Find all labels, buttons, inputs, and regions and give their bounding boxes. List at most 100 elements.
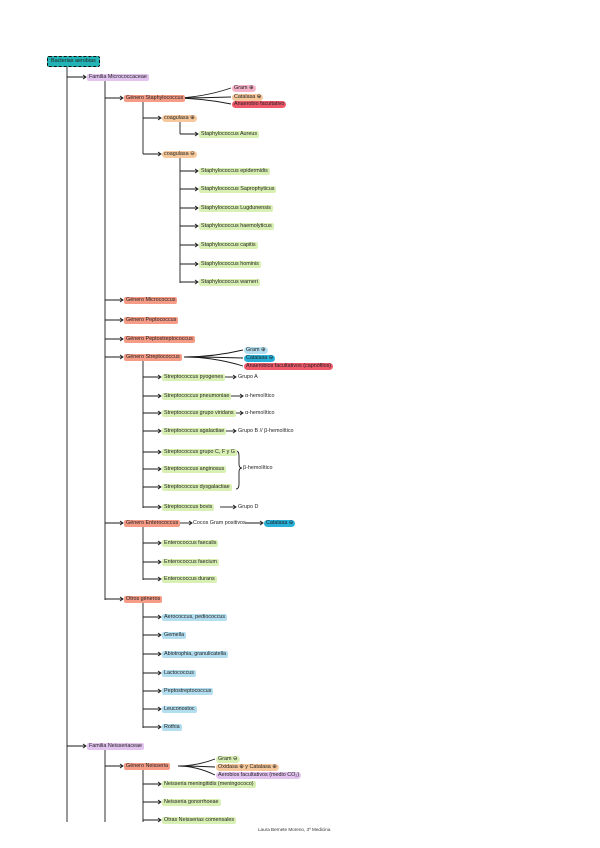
arrow-head <box>157 410 162 416</box>
streptococcus-pyogenes: Streptococcus pyogenes <box>162 374 226 381</box>
staph-tag-gram: Gram ⊕ <box>232 85 256 92</box>
pyogenes-note: Grupo A <box>238 374 258 380</box>
fan-line <box>177 758 216 767</box>
staphylococcus-saprophyticus: Staphylococcus Saprophyticus <box>199 186 277 193</box>
enterococcus-durans: Enterococcus durans <box>162 576 217 583</box>
otros-abiotrophia: Abiotrophia, granulicatella <box>162 651 229 658</box>
footer-credit: Laura Bernete Moreno, 3º Medicina <box>258 827 331 832</box>
arrow-head <box>157 781 162 787</box>
arrow-head <box>157 393 162 399</box>
arrow-head <box>157 540 162 546</box>
arrow-head <box>157 799 162 805</box>
brace <box>235 450 243 490</box>
fan-line <box>177 765 216 776</box>
neis-tag-aerobios: Aerobios facultativos (medio CO₂) <box>216 772 302 779</box>
arrow-head <box>194 131 199 137</box>
staphylococcus-epidermidis: Staphylococcus epidermidis <box>199 168 270 175</box>
genero-staphylococcus: Género Staphylococcus <box>124 95 186 102</box>
staphylococcus-aureus: Staphylococcus Aureus <box>199 131 260 138</box>
arrow-head <box>239 393 244 399</box>
enterococcus-tag: Catalasa ⊖ <box>264 520 296 527</box>
arrow-head <box>194 186 199 192</box>
otros-lactococcus: Lactococcus <box>162 670 196 677</box>
genero-neisseria: Género Neisseria <box>124 763 170 770</box>
agalactiae-note: Grupo B // β-hemolítico <box>238 428 294 434</box>
arrow-head <box>157 651 162 657</box>
neis-tag-gram: Gram ⊖ <box>216 756 240 763</box>
arrow-head <box>119 596 124 602</box>
arrow-head <box>119 336 124 342</box>
otros-generos: Otros géneros <box>124 596 163 603</box>
otros-peptostreptococcus: Peptostreptococcus <box>162 688 214 695</box>
streptococcus-pneumoniae: Streptococcus pneumoniae <box>162 393 232 400</box>
arrow-head <box>194 223 199 229</box>
staph-tag-catalasa: Catalasa ⊕ <box>232 94 264 101</box>
arrow-head <box>119 95 124 101</box>
strep-tag-gram: Gram ⊕ <box>244 347 268 354</box>
familia-neisseriaceae: Familia Neisseriaceae <box>87 743 145 750</box>
staph-tag-anaerobio: Anaerobio facultativo <box>232 101 287 108</box>
arrow-head <box>232 374 237 380</box>
arrow-head <box>194 205 199 211</box>
bovis-note: Grupo D <box>238 504 259 510</box>
familia-micrococcaceae: Familia Micrococcaceae <box>87 74 149 81</box>
arrow-head <box>157 688 162 694</box>
staphylococcus-capitis: Staphylococcus capitis <box>199 242 258 249</box>
arrow-head <box>232 428 237 434</box>
arrow-head <box>82 743 87 749</box>
arrow-head <box>232 504 237 510</box>
arrow-head <box>259 520 264 526</box>
arrow-head <box>157 670 162 676</box>
streptococcus-dysgalactiae: Streptococcus dysgalactiae <box>162 484 232 491</box>
otros-leuconostoc: Leuconostoc <box>162 706 197 713</box>
arrow-head <box>194 242 199 248</box>
root-label: Bacterias aerobias <box>47 56 100 67</box>
streptococcus-anginosus: Streptococcus anginosus <box>162 466 227 473</box>
arrow-head <box>157 724 162 730</box>
arrow-head <box>119 317 124 323</box>
arrow-head <box>157 484 162 490</box>
brace-note: β-hemolítico <box>243 465 273 471</box>
arrow-head <box>157 151 162 157</box>
arrow-head <box>194 261 199 267</box>
enterococcus-faecalis: Enterococcus faecalis <box>162 540 219 547</box>
arrow-head <box>119 297 124 303</box>
staphylococcus-hominis: Staphylococcus hominis <box>199 261 261 268</box>
enterococcus-note: Cocos Gram positivos <box>193 520 246 526</box>
genero-enterococcus: Género Enterococcus <box>124 520 181 527</box>
otros-aerococcus: Aerococcus, pediococcus <box>162 614 228 621</box>
genero-peptococcus: Género Peptococcus <box>124 317 179 324</box>
arrow-head <box>119 763 124 769</box>
arrow-head <box>157 559 162 565</box>
otros-gemella: Gemella <box>162 632 187 639</box>
viridans-note: α-hemolítico <box>245 410 275 416</box>
arrow-head <box>157 706 162 712</box>
arrow-head <box>157 374 162 380</box>
arrow-head <box>157 466 162 472</box>
arrow-head <box>157 632 162 638</box>
fan-line <box>183 356 244 367</box>
arrow-head <box>82 74 87 80</box>
pneumoniae-note: α-hemolítico <box>245 393 275 399</box>
enterococcus-faecium: Enterococcus faecium <box>162 559 220 566</box>
arrow-head <box>157 614 162 620</box>
staphylococcus-warneri: Staphylococcus warneri <box>199 279 260 286</box>
otros-rothia: Rothia <box>162 724 182 731</box>
staphylococcus-haemolyticus: Staphylococcus haemolyticus <box>199 223 274 230</box>
neisseria-gonorrhoeae: Neisseria gonorrhoeae <box>162 799 221 806</box>
coagulasa-positivo: coagulasa ⊕ <box>162 115 197 122</box>
staphylococcus-lugdunensis: Staphylococcus Lugdunensis <box>199 205 273 212</box>
arrow-head <box>239 410 244 416</box>
arrow-head <box>119 354 124 360</box>
arrow-head <box>157 504 162 510</box>
fan-line <box>183 349 244 358</box>
neisseria-meningitidis: Neisseria meningitidis (meningococo) <box>162 781 256 788</box>
genero-streptococcus: Género Streptococcus <box>124 354 182 361</box>
arrow-head <box>157 817 162 823</box>
strep-tag-catalasa: Catalasa ⊖ <box>244 355 276 362</box>
arrow-head <box>157 449 162 455</box>
coagulasa-negativo: coagulasa ⊖ <box>162 151 197 158</box>
arrow-head <box>194 168 199 174</box>
genero-peptostreptococcus: Género Peptostreptococcus <box>124 336 195 343</box>
arrow-head <box>119 520 124 526</box>
